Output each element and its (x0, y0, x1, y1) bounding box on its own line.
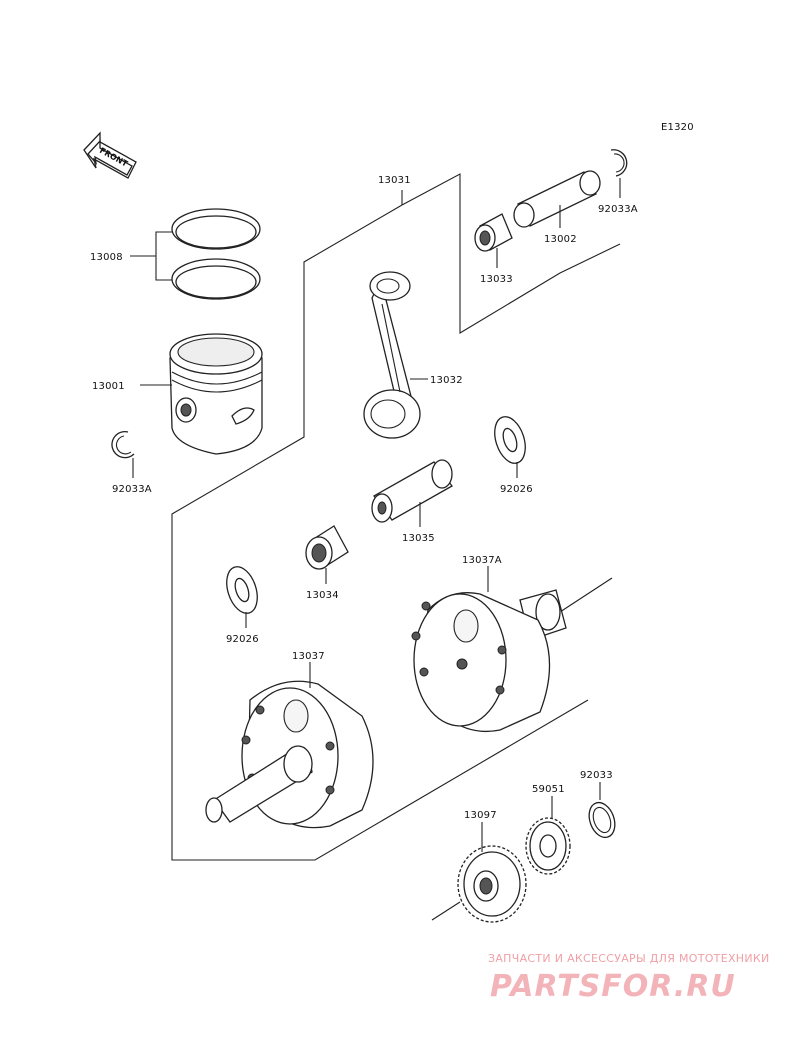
watermark-logo: PARTSFOR.RU (490, 969, 736, 1004)
piston-pin (513, 170, 601, 228)
label-13002: 13002 (544, 234, 577, 245)
label-13034: 13034 (306, 590, 339, 601)
label-92026-left: 92026 (226, 634, 259, 645)
big-end-bearing (305, 525, 349, 570)
label-13033: 13033 (480, 274, 513, 285)
label-13097: 13097 (464, 810, 497, 821)
piston (169, 333, 263, 455)
label-92033A-left: 92033A (112, 484, 152, 495)
label-13032: 13032 (430, 375, 463, 386)
circlip-92033 (588, 801, 616, 839)
label-13001: 13001 (92, 381, 125, 392)
label-13035: 13035 (402, 533, 435, 544)
label-13037: 13037 (292, 651, 325, 662)
label-92026-right: 92026 (500, 484, 533, 495)
thrust-washer-right (494, 416, 526, 464)
small-end-bearing (474, 213, 513, 252)
circlip-left (111, 430, 135, 459)
label-92033: 92033 (580, 770, 613, 781)
assembly-bracket-13031 (171, 173, 621, 861)
label-59051: 59051 (532, 784, 565, 795)
label-13037A: 13037A (462, 555, 502, 566)
front-arrow-icon: FRONT (83, 131, 137, 179)
watermark-tagline: ЗАПЧАСТИ И АКСЕССУАРЫ ДЛЯ МОТОТЕХНИКИ (488, 952, 770, 965)
label-13008: 13008 (90, 252, 123, 263)
crankshaft-right (411, 577, 613, 732)
diagram-code: E1320 (661, 122, 694, 133)
crank-pin (371, 459, 453, 523)
label-92033A-right: 92033A (598, 204, 638, 215)
crankshaft-left (205, 680, 374, 829)
label-13031: 13031 (378, 175, 411, 186)
piston-rings (171, 208, 261, 300)
circlip-right (610, 149, 628, 177)
gear-59051 (525, 817, 571, 875)
thrust-washer-left (226, 566, 258, 614)
connecting-rod (363, 271, 421, 439)
gear-13097 (431, 845, 527, 923)
